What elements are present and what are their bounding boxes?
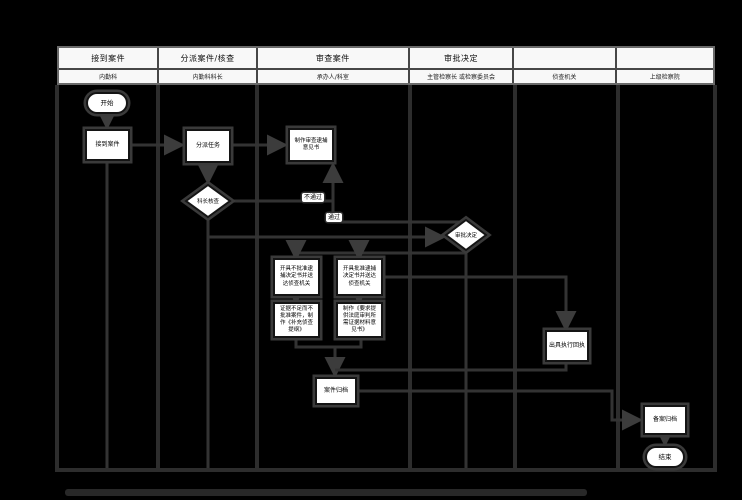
node-assign-task: 分派任务 — [185, 129, 231, 163]
edge-label-pass: 通过 — [326, 213, 343, 222]
lane-title-decision: 审批决定 — [409, 48, 515, 70]
lane-role-neiqinke: 内勤科 — [59, 70, 160, 83]
decision-diamond-approve — [440, 215, 492, 255]
node-issue-disapproval-decision: 开具不批准逮 捕决定书并送 达侦查机关 — [273, 258, 320, 296]
node-issue-approval-decision: 开具批准逮捕 决定书并送达 侦查机关 — [336, 258, 383, 296]
lane-title-receive-case: 接到案件 — [59, 48, 160, 70]
node-record-archive: 备案归档 — [643, 405, 687, 435]
node-execution-receipt: 出具执行回执 — [545, 330, 589, 362]
lane-role-superior-procuratorate: 上级检察院 — [616, 70, 713, 83]
node-case-archive: 案件归档 — [315, 377, 357, 405]
node-end: 结束 — [645, 446, 685, 468]
node-approval-decision-label: 审批决定 — [454, 233, 477, 239]
node-start: 开始 — [86, 92, 128, 114]
connectors — [96, 109, 676, 468]
horizontal-scrollbar[interactable] — [65, 489, 587, 496]
node-evidence-request-opinion: 制作《要求提 供法庭审判所 需证据材料意 见书》 — [336, 302, 383, 338]
node-make-arrest-opinion: 制作审查逮捕 意见书 — [288, 128, 334, 162]
lane-title-dispatch: 分派案件/核查 — [159, 48, 258, 70]
lane-role-investigation-organ: 侦查机关 — [514, 70, 617, 83]
node-chief-check-label: 科长核查 — [196, 199, 219, 205]
lane-title-review: 审查案件 — [257, 48, 410, 70]
lane-role-section-chief: 内勤科科长 — [159, 70, 258, 83]
lane-title-superior — [616, 48, 713, 70]
decision-diamond-check — [180, 180, 236, 222]
node-supplement-investigation-outline: 证据不足而不 批准案件，制 作《补充侦查 提纲》 — [273, 302, 320, 338]
lane-role-handler: 承办人/科室 — [257, 70, 410, 83]
lane-role-chief-procurator: 主管检察长 或检察委员会 — [409, 70, 515, 83]
lane-title-investigator — [514, 48, 617, 70]
swimlane-header: 接到案件 分派案件/核查 审查案件 审批决定 内勤科 内勤科科长 承办人/科室 … — [57, 46, 715, 85]
node-receive-case: 接到案件 — [85, 129, 130, 161]
edge-label-fail: 不通过 — [302, 193, 325, 202]
